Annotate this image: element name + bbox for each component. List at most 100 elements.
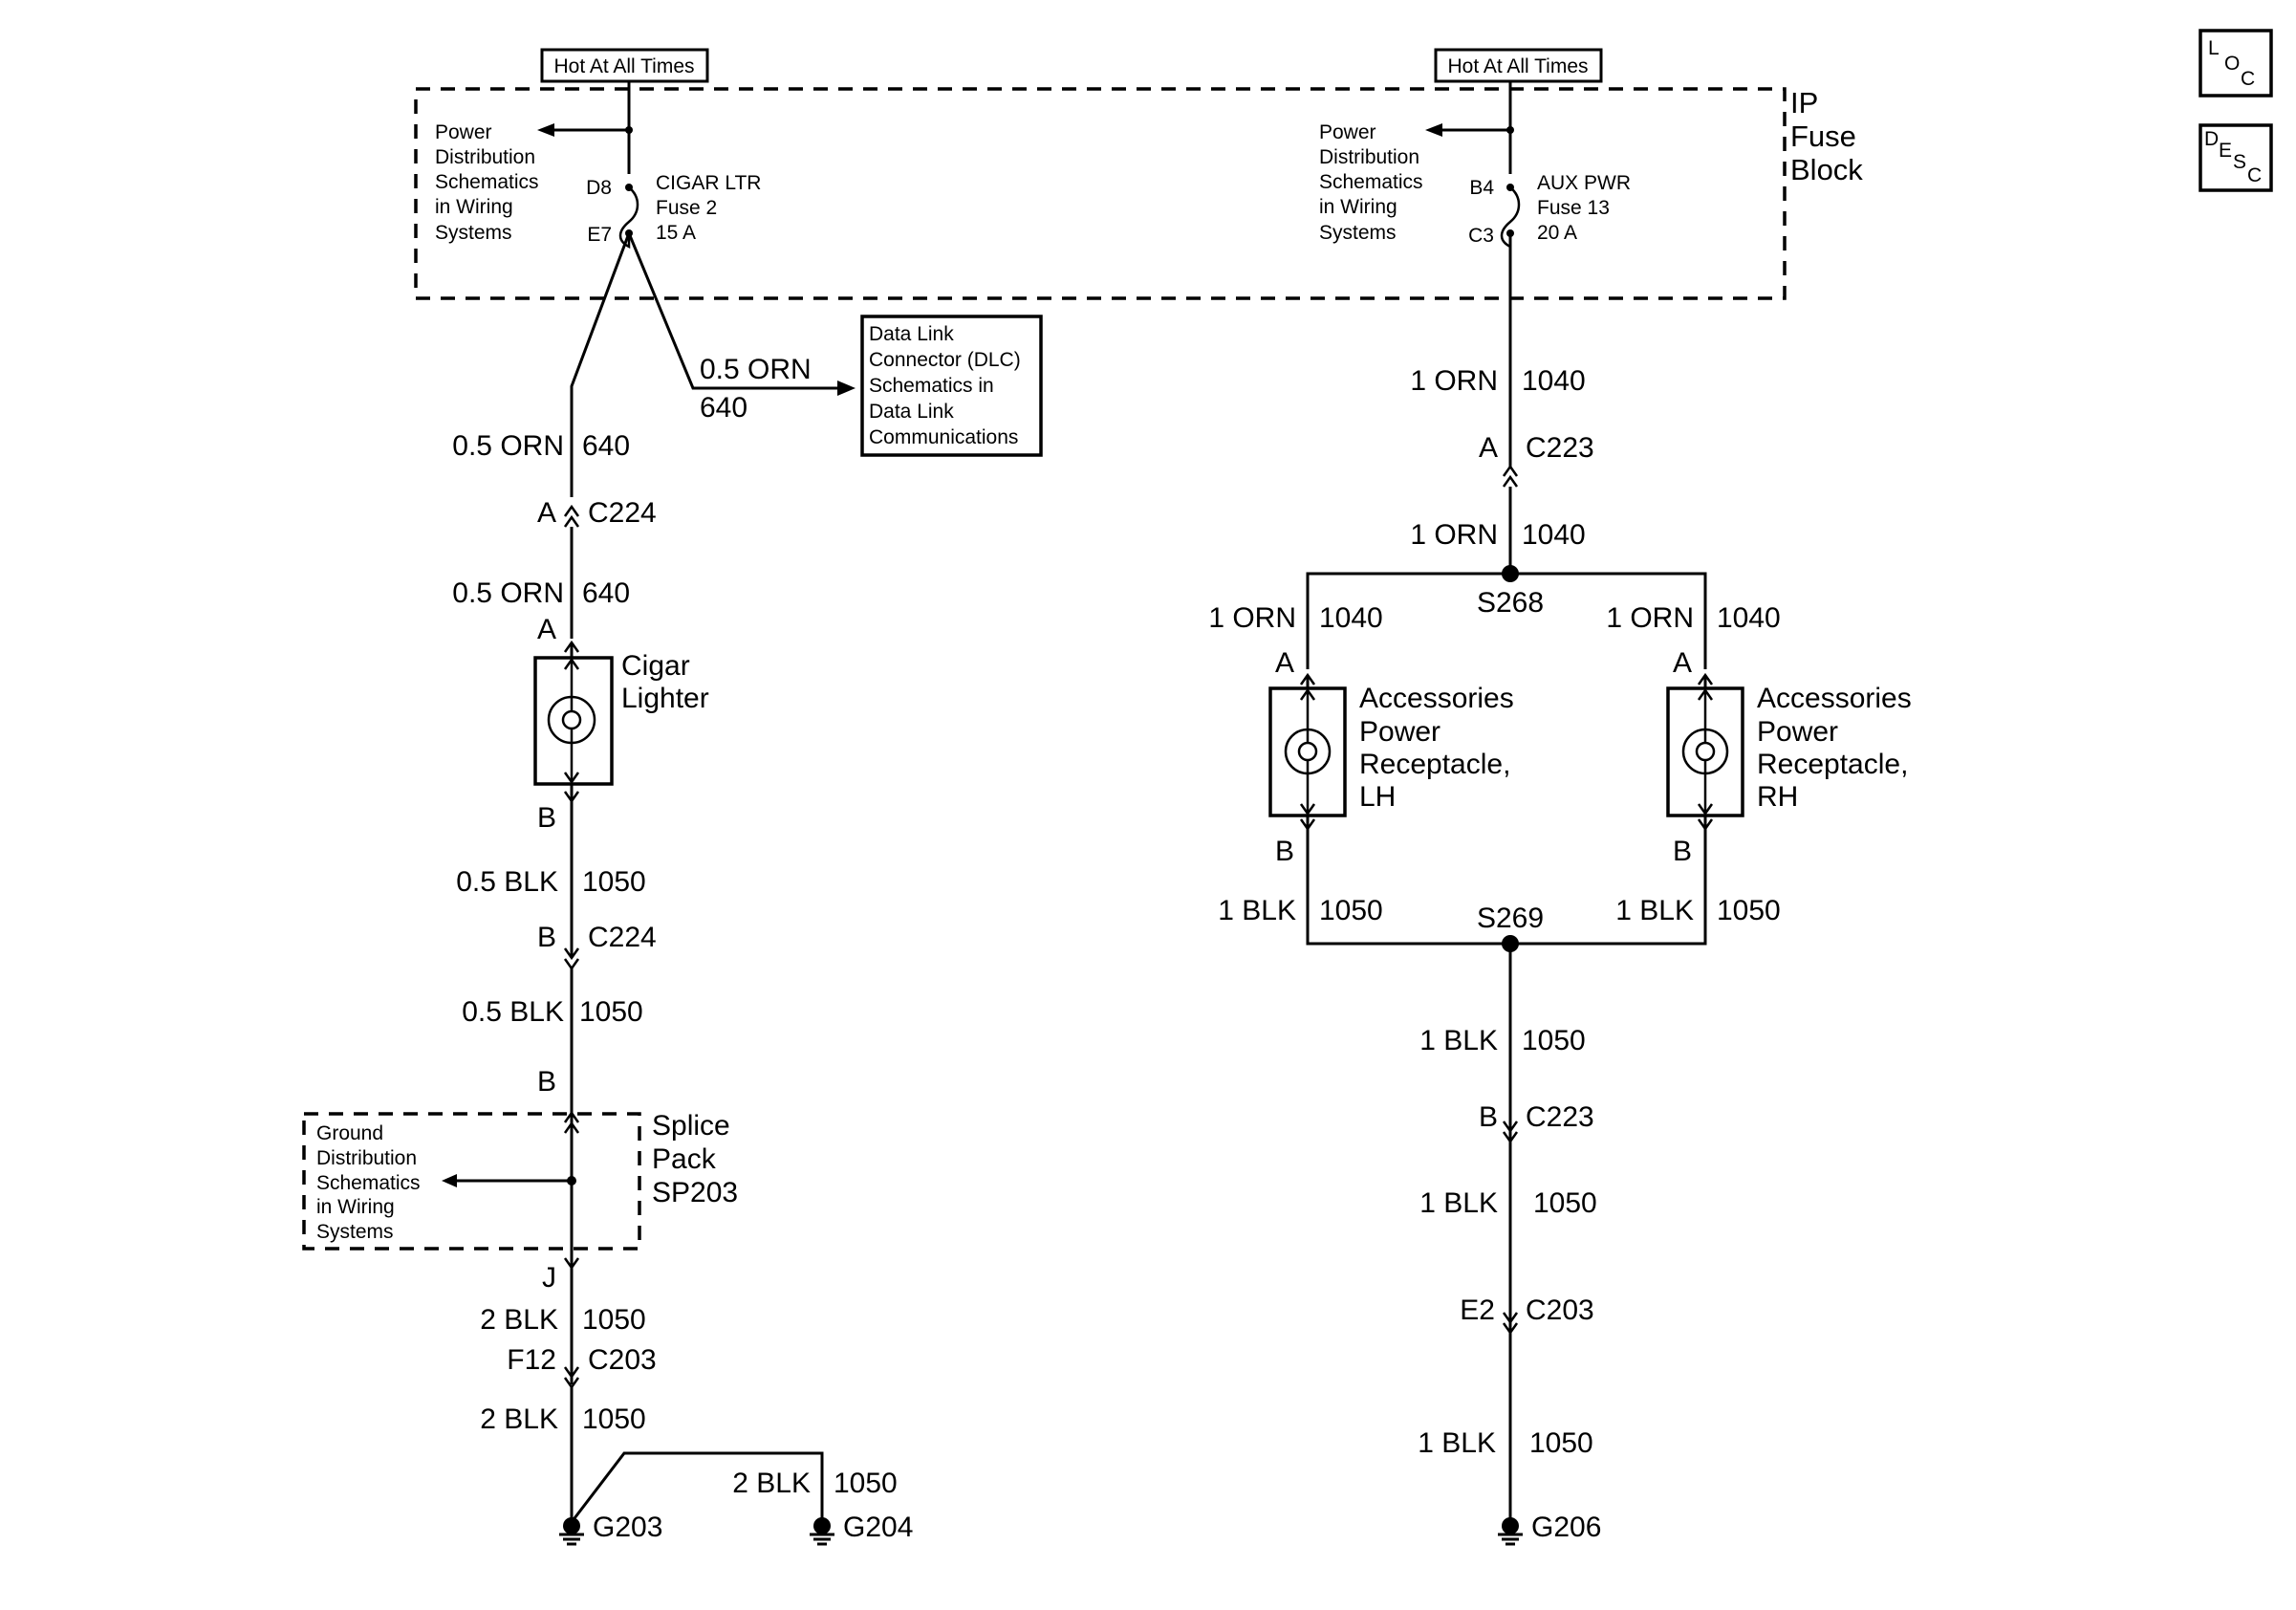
fuse13-pin-out-label: C3 — [1468, 225, 1494, 247]
right-wire3-circuit: 1050 — [1522, 1025, 1586, 1056]
svg-text:Ground: Ground — [316, 1122, 383, 1144]
fuse2-pin-in-label: D8 — [586, 177, 612, 199]
right-wire1-circuit: 1040 — [1522, 365, 1586, 397]
lh-blk-circuit: 1050 — [1319, 895, 1383, 926]
left-wire5-circuit: 1050 — [582, 1304, 646, 1336]
c223-b-pin: B — [1479, 1101, 1498, 1133]
svg-text:E: E — [2219, 140, 2232, 162]
dlc-reference-text: Data Link Connector (DLC) Schematics in … — [869, 323, 1021, 448]
svg-text:Systems: Systems — [435, 222, 512, 244]
svg-text:Hot At All Times: Hot At All Times — [553, 55, 694, 77]
svg-text:S: S — [2233, 151, 2246, 173]
svg-text:IP: IP — [1790, 86, 1818, 120]
lh-blk-gauge: 1 BLK — [1218, 895, 1296, 926]
svg-text:Systems: Systems — [316, 1221, 394, 1243]
svg-text:D: D — [2204, 128, 2219, 150]
svg-text:Power: Power — [1757, 716, 1838, 748]
c223-a-connector — [1502, 465, 1519, 489]
svg-text:Distribution: Distribution — [1319, 146, 1419, 168]
rh-blk-circuit: 1050 — [1717, 895, 1781, 926]
ground-g206-icon — [1496, 1515, 1525, 1546]
lh-wire-gauge: 1 ORN — [1208, 602, 1296, 634]
left-wire-640-main — [570, 232, 631, 497]
splice-s268-label: S268 — [1477, 587, 1544, 619]
left-wire1-circuit: 640 — [582, 430, 630, 462]
left-wire3-circuit: 1050 — [582, 866, 646, 898]
svg-text:Distribution: Distribution — [435, 146, 535, 168]
splice-pack-border — [302, 1112, 641, 1251]
svg-text:Data Link: Data Link — [869, 401, 954, 423]
fuse2-label: CIGAR LTR Fuse 2 15 A — [656, 172, 761, 244]
svg-text:in Wiring: in Wiring — [435, 196, 513, 218]
desc-button[interactable]: D E S C — [2199, 123, 2273, 192]
splice-s269-label: S269 — [1477, 903, 1544, 934]
left-wire7-gauge: 2 BLK — [732, 1468, 811, 1499]
svg-text:15 A: 15 A — [656, 222, 696, 244]
ground-g203-icon — [557, 1515, 586, 1546]
svg-text:Power: Power — [435, 121, 492, 143]
lh-receptacle-component — [1268, 686, 1347, 817]
svg-text:CIGAR LTR: CIGAR LTR — [656, 172, 761, 194]
left-wire4-gauge: 0.5 BLK — [462, 996, 564, 1028]
hot-at-all-times-label-left: Hot At All Times — [540, 48, 709, 83]
ground-dist-text: Ground Distribution Schematics in Wiring… — [316, 1122, 421, 1243]
left-power-dist-text: Power Distribution Schematics in Wiring … — [435, 121, 539, 244]
svg-text:Schematics: Schematics — [1319, 171, 1423, 193]
svg-text:Power: Power — [1359, 716, 1440, 748]
ground-dist-arrow — [442, 1174, 457, 1187]
c203-f12-pin: F12 — [507, 1344, 556, 1376]
loc-button[interactable]: L O C — [2199, 29, 2273, 98]
lh-wire-circuit: 1040 — [1319, 602, 1383, 634]
right-wire1-gauge: 1 ORN — [1410, 365, 1498, 397]
right-wire5-gauge: 1 BLK — [1418, 1427, 1496, 1459]
left-wire2-gauge: 0.5 ORN — [452, 577, 564, 609]
left-wire6-gauge: 2 BLK — [480, 1403, 558, 1435]
svg-text:Splice: Splice — [652, 1110, 730, 1142]
rh-blk-gauge: 1 BLK — [1615, 895, 1694, 926]
svg-text:Data Link: Data Link — [869, 323, 954, 345]
rh-receptacle-label: Accessories Power Receptacle, RH — [1757, 683, 1912, 813]
svg-text:SP203: SP203 — [652, 1177, 738, 1208]
right-power-dist-arrow — [1425, 123, 1442, 137]
lh-pin-b: B — [1275, 836, 1294, 867]
ground-g204-icon — [808, 1515, 836, 1546]
svg-text:Block: Block — [1790, 153, 1863, 186]
svg-text:Fuse 13: Fuse 13 — [1537, 197, 1610, 219]
c224-b-name: C224 — [588, 922, 657, 953]
svg-text:Hot At All Times: Hot At All Times — [1447, 55, 1588, 77]
cigar-lighter-component — [533, 656, 614, 786]
svg-text:O: O — [2224, 53, 2240, 75]
fuse2-pin-out-label: E7 — [587, 224, 612, 246]
left-wire7 — [570, 1451, 824, 1526]
right-wire2-circuit: 1040 — [1522, 519, 1586, 551]
fuse13-pin-in-label: B4 — [1469, 177, 1494, 199]
rh-receptacle-component — [1666, 686, 1744, 817]
dlc-arrow — [837, 381, 856, 396]
splice-s268-dot — [1502, 565, 1519, 582]
svg-text:Fuse: Fuse — [1790, 120, 1856, 153]
svg-text:C: C — [2241, 68, 2255, 90]
c223-a-pin: A — [1479, 432, 1498, 464]
left-wire4-circuit: 1050 — [579, 996, 643, 1028]
right-wire3-gauge: 1 BLK — [1419, 1025, 1498, 1056]
right-wire2-gauge: 1 ORN — [1410, 519, 1498, 551]
left-power-dist-arrow — [537, 123, 554, 137]
dlc-reference-box — [860, 315, 1043, 457]
splice-pack-label: Splice Pack SP203 — [652, 1110, 738, 1208]
svg-text:Systems: Systems — [1319, 222, 1397, 244]
svg-text:in Wiring: in Wiring — [1319, 196, 1397, 218]
left-wire1-gauge: 0.5 ORN — [452, 430, 564, 462]
svg-text:Power: Power — [1319, 121, 1376, 143]
svg-text:Schematics: Schematics — [316, 1172, 421, 1194]
left-wire-640-dlc — [627, 232, 839, 390]
hot-at-all-times-label-right: Hot At All Times — [1434, 48, 1603, 83]
svg-text:20 A: 20 A — [1537, 222, 1577, 244]
svg-text:Cigar: Cigar — [621, 650, 690, 682]
ground-g203-label: G203 — [593, 1512, 662, 1543]
svg-text:Communications: Communications — [869, 426, 1018, 448]
c224-a-pin: A — [537, 497, 556, 529]
ground-g206-label: G206 — [1531, 1512, 1601, 1543]
svg-text:Receptacle,: Receptacle, — [1757, 749, 1908, 780]
left-wire3-gauge: 0.5 BLK — [456, 866, 558, 898]
